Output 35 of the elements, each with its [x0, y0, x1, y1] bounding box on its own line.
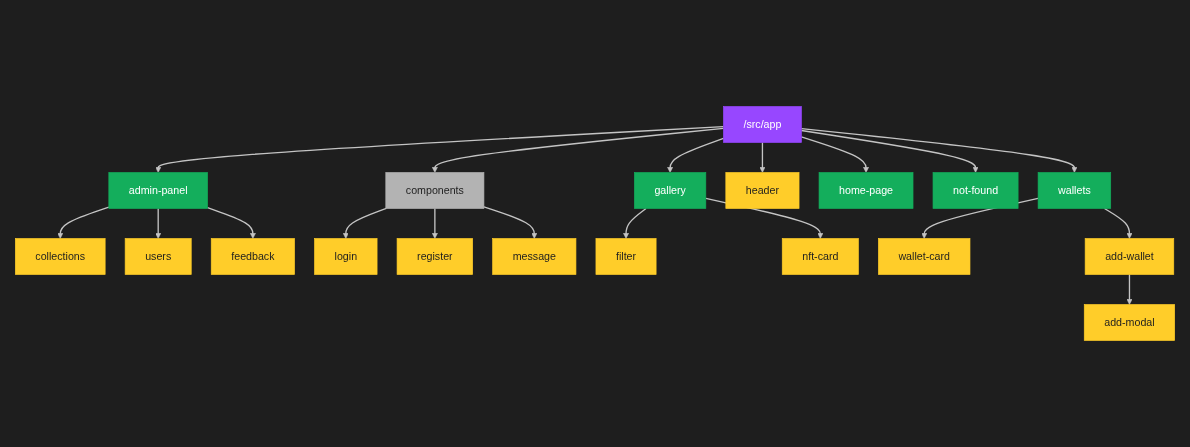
arrow	[155, 125, 725, 173]
arrow	[759, 141, 766, 173]
arrow	[57, 206, 110, 239]
node-box: login	[314, 238, 378, 275]
node-box: gallery	[634, 172, 707, 209]
node-box: wallets	[1037, 172, 1112, 209]
arrow	[1126, 273, 1133, 305]
node-box: add-modal	[1083, 304, 1175, 341]
node-box: header	[725, 172, 800, 209]
arrow	[483, 206, 538, 239]
node-box: feedback	[210, 238, 295, 275]
arrow	[431, 207, 438, 239]
node-box: /src/app	[723, 106, 802, 143]
node-box: message	[492, 238, 577, 275]
arrow	[800, 129, 979, 173]
arrow	[667, 137, 725, 173]
node-box: collections	[15, 238, 106, 275]
node-box: nft-card	[781, 238, 859, 275]
arrow	[800, 127, 1078, 173]
arrow	[431, 127, 725, 173]
node-box: filter	[595, 238, 657, 275]
arrow	[623, 207, 647, 239]
node-box: not-found	[932, 172, 1019, 209]
arrow	[800, 136, 869, 173]
arrow	[206, 207, 256, 239]
node-box: add-wallet	[1084, 238, 1175, 275]
node-box: admin-panel	[108, 172, 208, 209]
arrow	[342, 207, 387, 239]
arrow	[155, 207, 162, 239]
node-box: components	[385, 172, 485, 209]
arrow	[1103, 207, 1133, 239]
node-box: register	[396, 238, 473, 275]
node-box: users	[124, 238, 192, 275]
node-box: wallet-card	[878, 238, 971, 275]
node-box: home-page	[818, 172, 914, 209]
